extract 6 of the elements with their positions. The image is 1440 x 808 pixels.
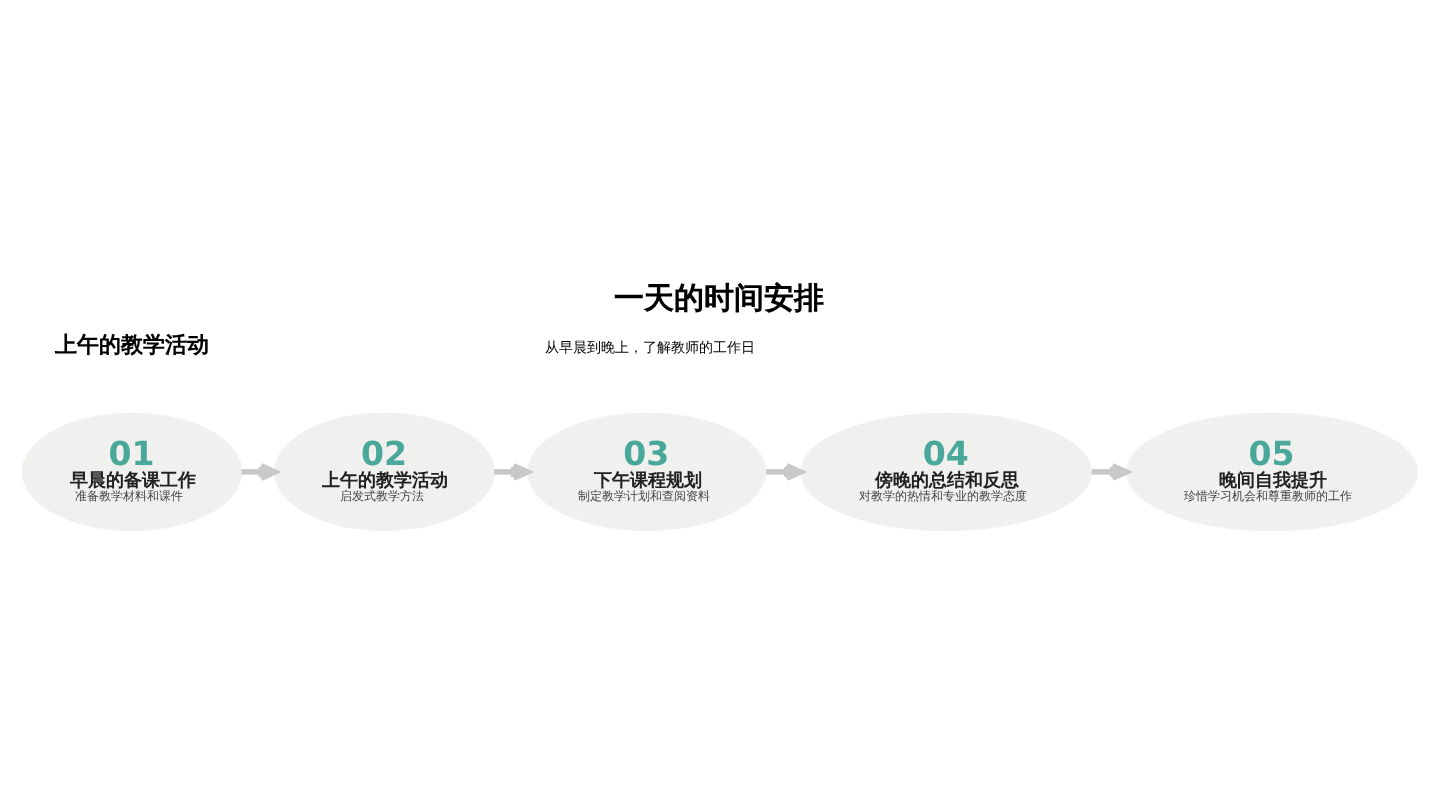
arrow: [494, 461, 531, 480]
label: 上午的教学活动: [55, 331, 210, 358]
arrow: [1091, 461, 1130, 480]
arrow: [766, 461, 804, 480]
arrow: [241, 461, 279, 480]
diagram-title: 一天的时间安排: [614, 278, 825, 315]
